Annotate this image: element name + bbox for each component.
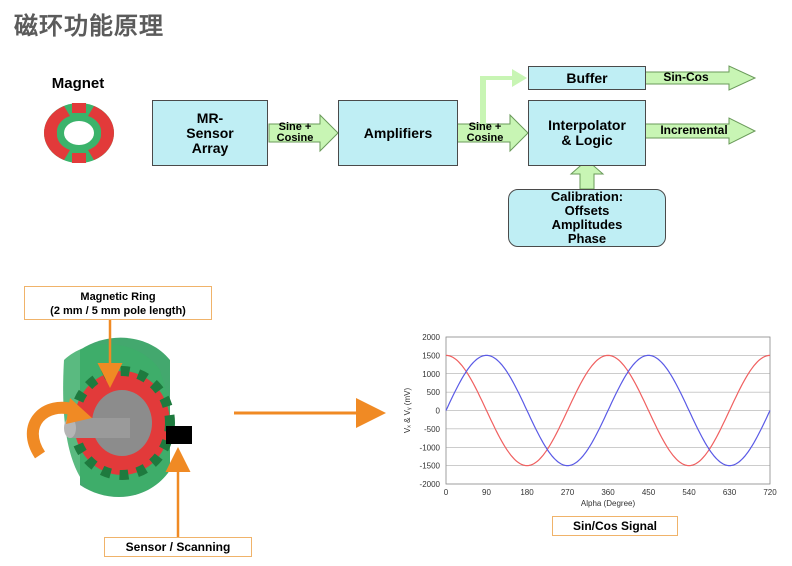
y-tick-label: 2000	[422, 333, 440, 342]
sine-cosine-label-2: Sine + Cosine	[466, 121, 504, 144]
x-tick-label: 360	[601, 488, 615, 497]
y-tick-label: -1000	[420, 443, 441, 452]
y-tick-label: 0	[436, 407, 441, 416]
x-tick-label: 270	[561, 488, 575, 497]
amplifiers-block: Amplifiers	[338, 100, 458, 166]
sensor-scanning-callout: Sensor / Scanning	[104, 537, 252, 557]
signal-caption: Sin/Cos Signal	[552, 516, 678, 536]
x-tick-label: 540	[682, 488, 696, 497]
y-tick-label: 500	[427, 388, 441, 397]
interpolator-logic-block: Interpolator & Logic	[528, 100, 646, 166]
incremental-output-label: Incremental	[660, 123, 728, 137]
x-axis-label: Alpha (Degree)	[581, 499, 636, 508]
mr-sensor-array-block: MR- Sensor Array	[152, 100, 268, 166]
y-tick-label: -500	[424, 425, 441, 434]
x-tick-label: 450	[642, 488, 656, 497]
magnet-label: Magnet	[51, 75, 105, 92]
y-axis-label: Vₓ & Vᵧ (mV)	[403, 388, 412, 434]
arrow-sincos-out	[644, 65, 757, 91]
y-tick-label: -2000	[420, 480, 441, 489]
y-tick-label: 1500	[422, 351, 440, 360]
x-tick-label: 180	[520, 488, 534, 497]
sin-cos-output-label: Sin-Cos	[663, 70, 709, 84]
series-line-1	[445, 354, 771, 467]
x-tick-label: 0	[444, 488, 449, 497]
series-line-0	[445, 354, 771, 467]
buffer-block: Buffer	[528, 66, 646, 90]
magnet-icon	[44, 103, 114, 163]
page-title: 磁环功能原理	[14, 12, 164, 40]
arrow-sensor-to-amp	[268, 113, 339, 153]
x-tick-label: 90	[482, 488, 491, 497]
arrow-amp-to-buffer	[480, 69, 527, 124]
y-tick-label: -1500	[420, 462, 441, 471]
calibration-block: Calibration: Offsets Amplitudes Phase	[508, 189, 666, 247]
arrow-amp-to-interp	[456, 113, 529, 153]
x-tick-label: 630	[723, 488, 737, 497]
arrow-calibration-to-interp	[569, 159, 605, 190]
sine-cosine-label-1: Sine + Cosine	[276, 121, 314, 144]
y-tick-label: 1000	[422, 370, 440, 379]
arrow-incremental-out	[644, 117, 757, 145]
x-tick-label: 720	[763, 488, 777, 497]
magnetic-ring-callout: Magnetic Ring (2 mm / 5 mm pole length)	[24, 286, 212, 320]
magnetic-ring-illustration	[26, 337, 192, 497]
